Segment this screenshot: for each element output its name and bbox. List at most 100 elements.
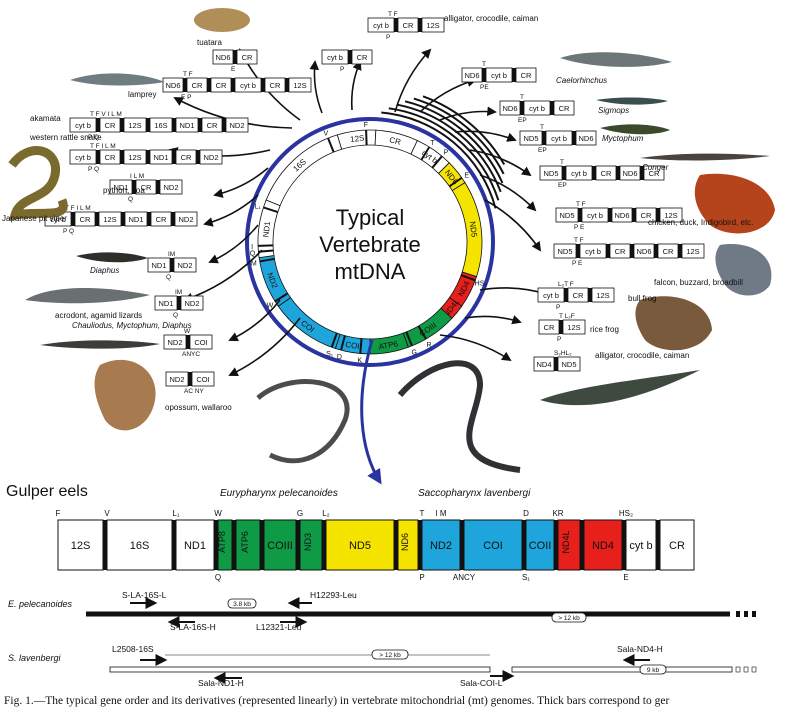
variant-arrow <box>228 299 281 342</box>
trna-bar <box>96 150 100 164</box>
trna-label: HS₂ <box>475 280 488 287</box>
trna-bar <box>608 208 612 222</box>
variant-arrow <box>464 315 522 325</box>
gulper-trna-bar <box>622 520 626 570</box>
trna-label: G <box>411 349 416 356</box>
trna-bar <box>207 78 211 92</box>
gulper-gene-atp6 <box>235 519 261 571</box>
alligator-image <box>540 370 700 406</box>
slav-primer-2: Sala-ND1-H <box>198 678 244 688</box>
variant-gene-label: ND6 <box>636 247 651 256</box>
trna-bar <box>71 212 75 226</box>
variant-gene-label: CR <box>105 121 116 130</box>
variant-gene-label: ND6 <box>165 81 180 90</box>
variant-gene-label: ND4 <box>536 360 551 369</box>
gulper-top-marker: V <box>104 509 110 518</box>
gulper-top-marker: L₁ <box>172 509 179 518</box>
region-arc <box>381 111 497 209</box>
circle-gene-label: COII <box>345 340 363 351</box>
epel-name: E. pelecanoides <box>8 599 73 609</box>
gulper-gene-label: ATP8 <box>217 531 227 553</box>
trna-bar <box>172 150 176 164</box>
trna-bar <box>95 212 99 226</box>
slav-size-1: > 12 kb <box>379 652 401 659</box>
trna-bar <box>588 288 592 302</box>
species-labels: tuatara alligator, crocodile, caiman lam… <box>2 14 753 499</box>
trna-bar <box>678 244 682 258</box>
epel-track-dash <box>736 611 740 617</box>
variant-arrow <box>484 199 542 252</box>
species-alligator2: alligator, crocodile, caiman <box>595 351 689 360</box>
trna-label: K <box>357 358 362 365</box>
gulper-trna-bar <box>580 520 584 570</box>
variant-gene-label: 12S <box>103 215 116 224</box>
species-bullfrog: bull frog <box>628 294 656 303</box>
trna-bar <box>550 101 554 115</box>
variant-top-markers: T <box>482 61 486 68</box>
variant-arrow <box>469 149 532 177</box>
trna-bar <box>394 18 398 32</box>
variant-bottom-markers: AC NY <box>184 388 205 395</box>
trna-bar <box>520 101 524 115</box>
trna-bar <box>348 50 352 64</box>
species-chauliodus: Chauliodus, Myctophum, Diaphus <box>72 321 192 330</box>
variant-gene-label: CR <box>615 247 626 256</box>
trna-bar <box>233 50 237 64</box>
variant-gene-label: ND1 <box>151 261 166 270</box>
variant-gene-box <box>681 243 705 259</box>
variant-gene-box <box>225 117 249 133</box>
variant-gene-label: 12S <box>128 153 141 162</box>
myctophum-image <box>600 124 670 135</box>
species-falcon: falcon, buzzard, broadbill <box>654 278 743 287</box>
variant-gene-label: ND5 <box>559 211 574 220</box>
epel-primer-3: H12293-Leu <box>310 590 357 600</box>
variant-arrow <box>479 174 537 212</box>
variant-gene-label: ND2 <box>177 261 192 270</box>
gulper-top-marker: W <box>214 509 222 518</box>
variant-gene-box <box>189 334 213 350</box>
variant-gene-label: ND2 <box>163 183 178 192</box>
variant-gene-label: CR <box>270 81 281 90</box>
variant-gene-label: CR <box>181 153 192 162</box>
falcon-image <box>715 244 772 296</box>
variant-arrow <box>203 194 259 227</box>
slav-size-box <box>639 664 667 675</box>
trna-label: M <box>251 260 257 267</box>
trna-label: R <box>426 342 431 349</box>
variant-gene-label: ND5 <box>561 360 576 369</box>
variant-gene-box <box>562 319 586 335</box>
variant-arrow <box>439 334 512 362</box>
species-python: python, boa <box>103 186 145 195</box>
trna-tick <box>365 130 368 146</box>
animal-illustrations <box>8 8 775 485</box>
gulper-bottom-marker: E <box>623 573 628 582</box>
variant-gene-label: ND1 <box>179 121 194 130</box>
variant-top-markers: T F <box>388 11 398 18</box>
slav-track-dash <box>751 666 757 673</box>
slav-primer-4: Sala-ND4-H <box>617 644 663 654</box>
trna-bar <box>640 166 644 180</box>
trna-tick <box>258 244 274 247</box>
gulper-trna-bar <box>214 520 218 570</box>
variant-gene-label: ND5 <box>557 247 572 256</box>
gulper-gene-label: ND4 <box>592 540 614 552</box>
gulper-gene-label: COI <box>483 540 503 552</box>
trna-bar <box>512 68 516 82</box>
epel-track-dash <box>752 611 756 617</box>
circle-gene-label: CR <box>388 135 402 147</box>
species-sacco: Saccopharynx lavenbergi <box>418 488 531 499</box>
variant-gene-box <box>173 257 197 273</box>
variant-gene-label: ND2 <box>178 215 193 224</box>
trna-tick <box>274 292 289 303</box>
gulper-trna-bar <box>232 520 236 570</box>
variant-gene-label: CR <box>601 169 612 178</box>
